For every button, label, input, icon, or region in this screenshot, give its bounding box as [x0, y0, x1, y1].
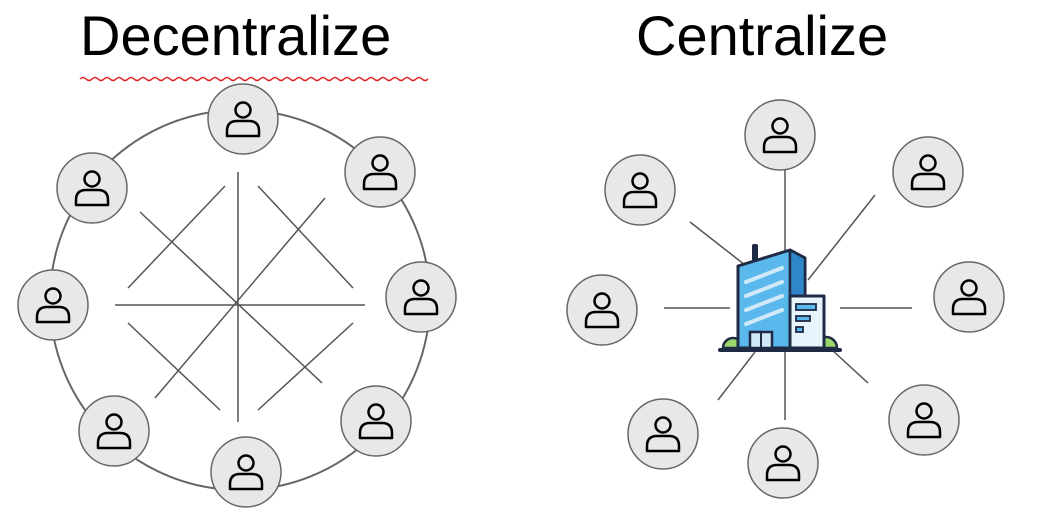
decentral-user-node	[344, 136, 416, 208]
mesh-line-diagonal	[127, 185, 226, 289]
central-user-node	[933, 261, 1005, 333]
user-icon	[765, 445, 801, 482]
title-decentralize: Decentralize	[80, 4, 392, 67]
spoke-line	[831, 349, 869, 384]
mesh-line-diagonal	[127, 322, 221, 411]
decentral-user-node	[56, 152, 128, 224]
decentralized-network	[17, 83, 457, 508]
user-icon	[225, 101, 261, 138]
user-icon	[762, 117, 798, 154]
user-icon	[96, 413, 132, 450]
spoke-line	[689, 221, 746, 266]
central-user-node	[747, 427, 819, 499]
user-icon	[403, 279, 439, 316]
user-icon	[362, 154, 398, 191]
decentral-user-node	[207, 83, 279, 155]
user-icon	[951, 279, 987, 316]
spellcheck-underline	[79, 76, 429, 82]
user-icon	[228, 454, 264, 491]
spoke-lines	[664, 170, 912, 420]
central-user-node	[627, 398, 699, 470]
spoke-line	[717, 351, 756, 401]
decentral-user-node	[385, 261, 457, 333]
user-icon	[622, 172, 658, 209]
central-user-node	[892, 136, 964, 208]
spoke-line	[807, 194, 876, 281]
user-icon	[74, 170, 110, 207]
user-icon	[910, 154, 946, 191]
title-centralize: Centralize	[636, 4, 889, 67]
mesh-line-diagonal	[139, 211, 323, 384]
central-user-node	[566, 274, 638, 346]
mesh-line-diagonal	[257, 185, 354, 289]
user-icon	[584, 292, 620, 329]
central-user-node	[888, 384, 960, 456]
user-icon	[645, 416, 681, 453]
decentral-user-node	[17, 269, 89, 341]
user-icon	[906, 402, 942, 439]
user-icon	[358, 403, 394, 440]
user-icon	[35, 287, 71, 324]
mesh-lines	[115, 172, 365, 422]
decentral-user-node	[340, 385, 412, 457]
central-user-node	[604, 154, 676, 226]
centralized-network	[566, 99, 1005, 499]
central-user-node	[744, 99, 816, 171]
office-building-icon	[718, 244, 842, 352]
mesh-line-diagonal	[154, 197, 326, 399]
decentral-user-node	[210, 436, 282, 508]
decentral-user-node	[78, 395, 150, 467]
